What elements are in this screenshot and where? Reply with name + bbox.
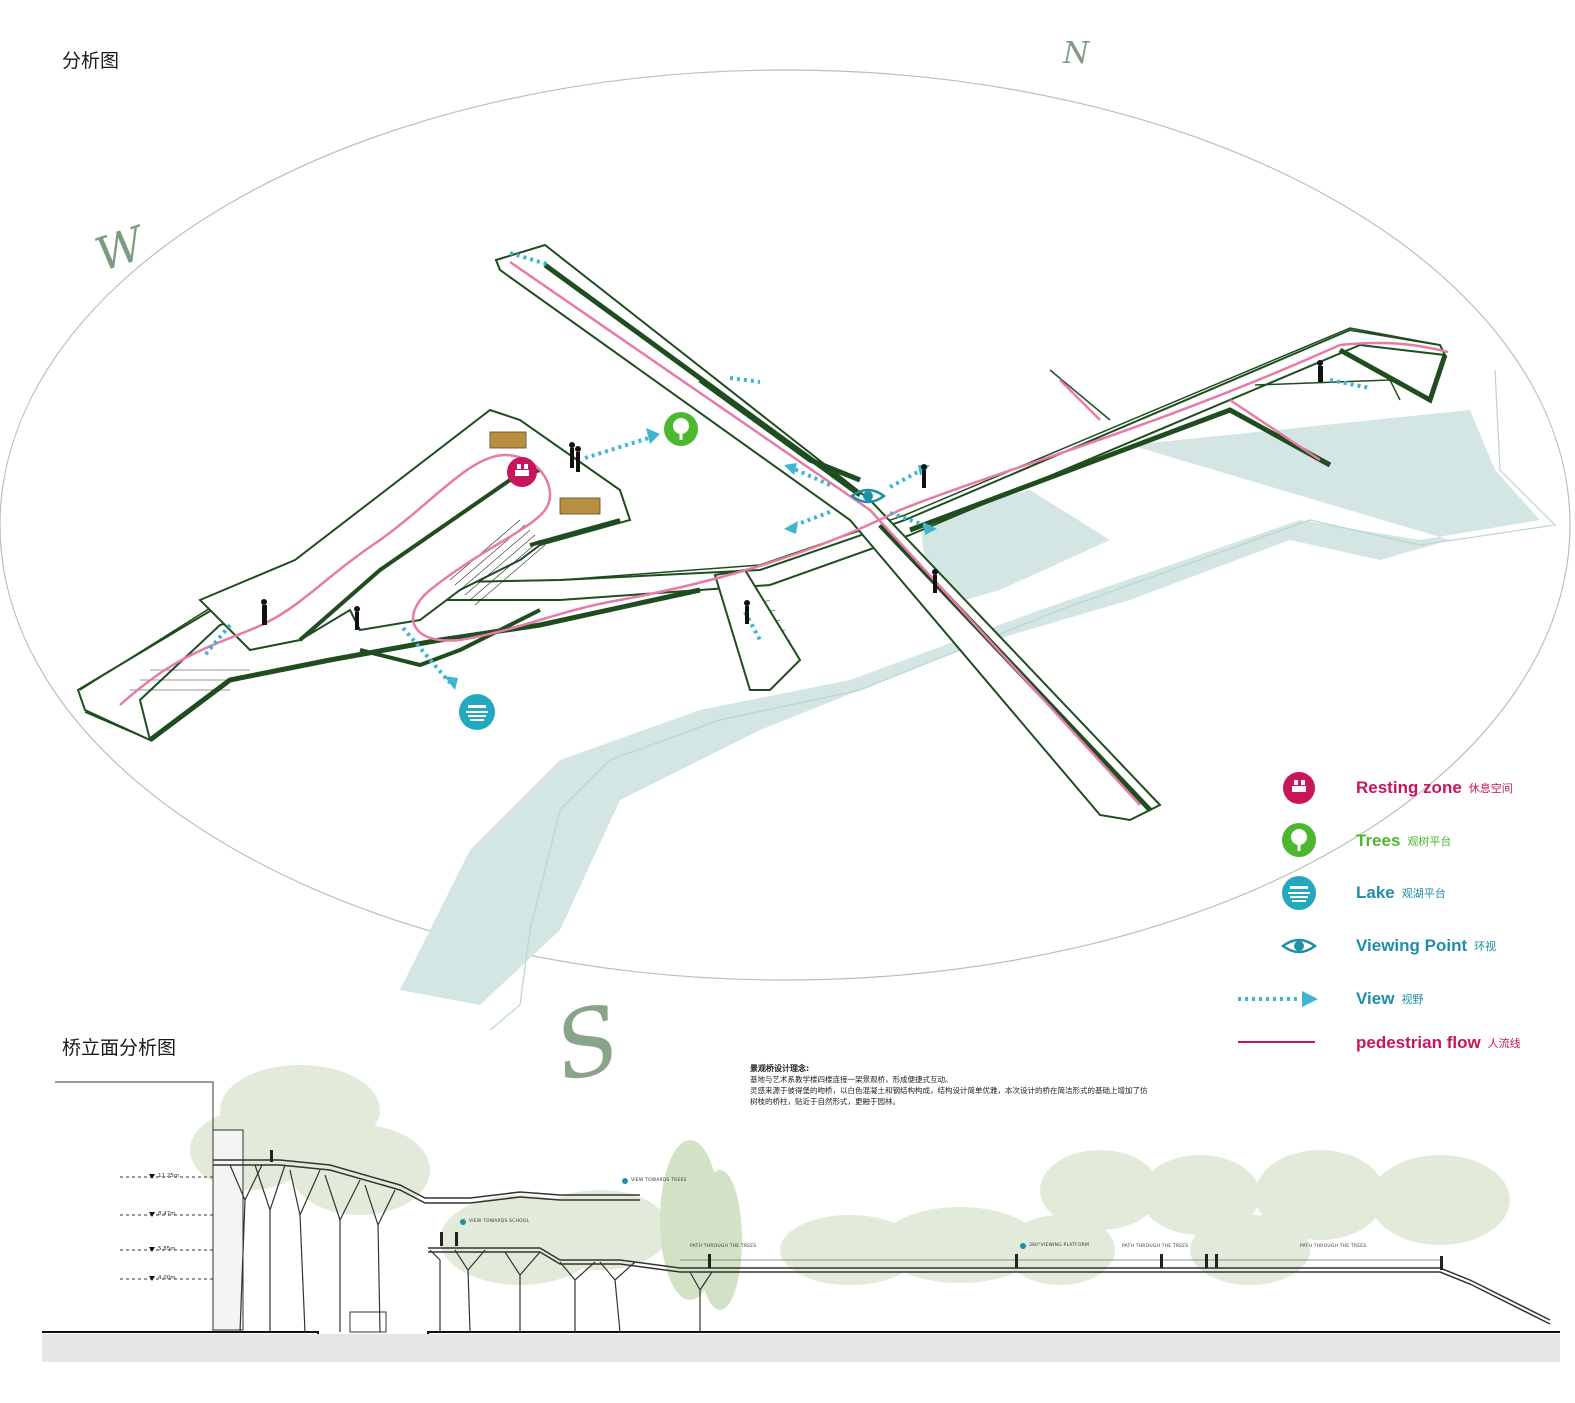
concept-title: 景观桥设计理念: [750,1064,810,1073]
note-path: PATH THROUGH THE TREES [1300,1244,1367,1249]
legend-trees: Trees 观树平台 [1282,823,1451,859]
view-arrows [203,251,1371,685]
legend-view-arrow-icon [1238,991,1318,1007]
stair-side [713,568,802,691]
shadow-outline [489,369,1557,1031]
design-concept: 景观桥设计理念: 基地与艺术系教学楼四楼连接一架景观桥，形成便捷式互动。 灵感来… [750,1063,1220,1107]
legend-resting: Resting zone 休息空间 [1282,770,1513,806]
legend-cn: 视野 [1401,993,1424,1006]
legend-pedestrian-flow: pedestrian flow 人流线 [1282,1025,1521,1061]
people [261,360,1323,630]
bridge-shadow [400,410,1540,1005]
legend-lake: Lake 观湖平台 [1282,875,1446,911]
legend-lake-icon [1282,876,1316,910]
view-arrowheads [444,428,937,690]
legend-label: Lake [1356,883,1395,902]
legend-cn: 观树平台 [1407,835,1452,848]
legend-cn: 休息空间 [1468,782,1513,795]
pedestrian-flow-lines [119,260,1449,806]
legend-resting-icon [1283,772,1315,804]
elevation-mark: 11.25m [158,1173,180,1179]
legend-cn: 观湖平台 [1401,887,1446,900]
bridge-cross [494,243,1162,822]
note-path: PATH THROUGH THE TREES [1122,1244,1189,1249]
note-view-trees: VIEW TOWARDS TREES [631,1178,687,1183]
section-title: 桥立面分析图 [62,1037,177,1059]
resting-zone-icon-diagram [507,457,537,487]
legend-label: pedestrian flow [1356,1033,1481,1052]
concept-line: 基地与艺术系教学楼四楼连接一架景观桥，形成便捷式互动。 [750,1075,953,1084]
elevation-mark: 4.00m [158,1275,176,1281]
lake-icon-diagram [459,694,495,730]
note-path: PATH THROUGH THE TREES [690,1244,757,1249]
elevation-mark: 8.47m [158,1211,176,1217]
furniture [489,431,601,515]
note-view-school: VIEW TOWARDS SCHOOL [469,1219,530,1224]
elevation-mark: 5.85m [158,1246,176,1252]
legend-label: Viewing Point [1356,936,1468,955]
legend-label: View [1356,989,1395,1008]
legend-cn: 环视 [1474,940,1497,953]
note-platform: 360°VIEWING PLATFORM [1029,1243,1090,1248]
legend-tree-icon [1282,823,1316,857]
page-title: 分析图 [62,50,120,72]
eye-icon-diagram [849,488,887,504]
concept-line: 树枝的桥柱，贴近于自然形式，更融于园林。 [750,1097,900,1106]
legend-label: Trees [1356,831,1401,850]
legend-cn: 人流线 [1487,1037,1521,1050]
concept-line: 灵感来源于彼得堡的吻桥，以白色混凝土和钢结构构成，结构设计简单优雅，本次设计的桥… [750,1086,1148,1095]
compass-ellipse [0,69,1571,981]
tree-icon-diagram [664,412,698,446]
legend-view: View 视野 [1282,981,1423,1017]
legend-eye-icon [1280,938,1318,954]
legend-label: Resting zone [1356,778,1462,797]
compass-north: N [1063,36,1090,71]
legend-viewing-point: Viewing Point 环视 [1282,928,1496,964]
